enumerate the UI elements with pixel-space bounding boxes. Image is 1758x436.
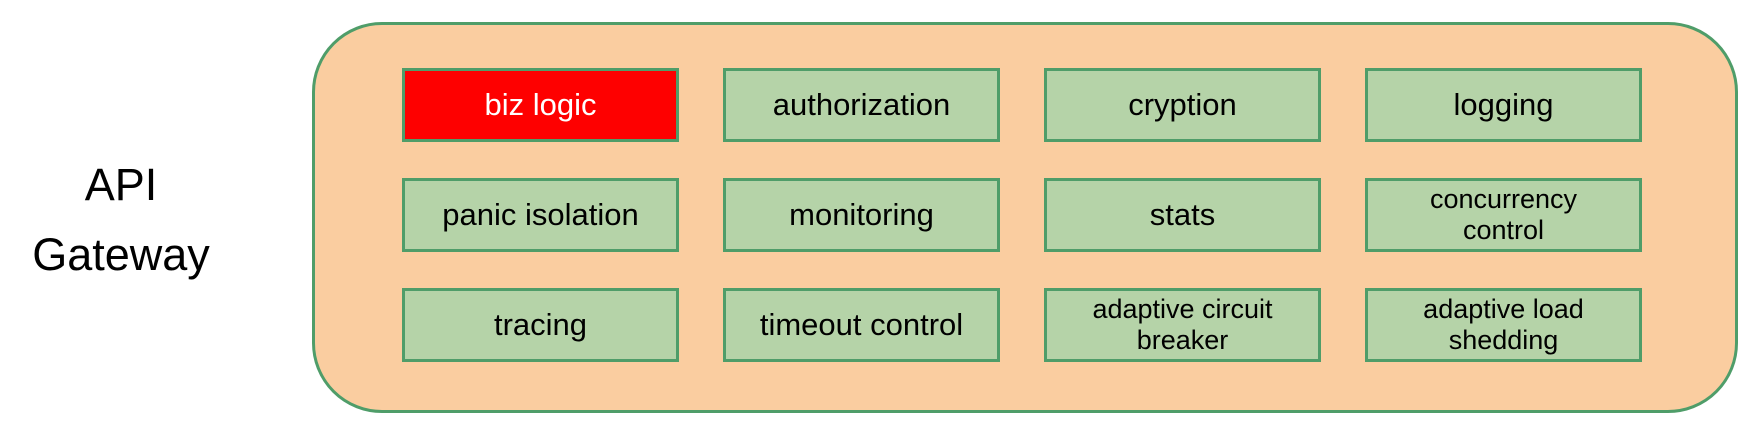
gateway-cells: biz logic authorization cryption logging pan… bbox=[315, 25, 1735, 410]
gateway-cell: monitoring bbox=[723, 178, 1000, 252]
api-gateway-label: API Gateway bbox=[32, 159, 210, 280]
gateway-cell: biz logic bbox=[402, 68, 679, 142]
gateway-cell: stats bbox=[1044, 178, 1321, 252]
api-gateway-container: biz logic authorization cryption logging pan… bbox=[312, 22, 1738, 413]
gateway-cell: concurrency control bbox=[1365, 178, 1642, 252]
gateway-cell: authorization bbox=[723, 68, 1000, 142]
gateway-cell: cryption bbox=[1044, 68, 1321, 142]
gateway-cell: panic isolation bbox=[402, 178, 679, 252]
gateway-cell: tracing bbox=[402, 288, 679, 362]
gateway-cell: logging bbox=[1365, 68, 1642, 142]
gateway-cell: adaptive load shedding bbox=[1365, 288, 1642, 362]
gateway-cell: adaptive circuit breaker bbox=[1044, 288, 1321, 362]
gateway-cell: timeout control bbox=[723, 288, 1000, 362]
